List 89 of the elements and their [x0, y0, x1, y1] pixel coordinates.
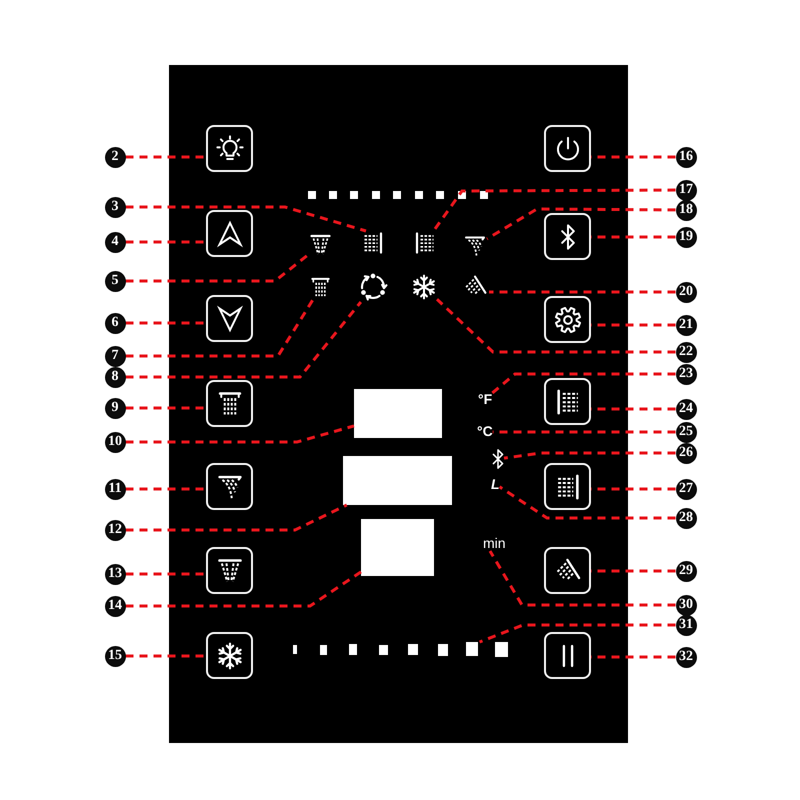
display-window — [343, 456, 452, 505]
callout-number: 5 — [104, 270, 126, 292]
callout-number: 4 — [104, 232, 126, 252]
touch-key — [544, 213, 591, 260]
cycle-arrows-icon — [358, 272, 388, 302]
leader-line — [498, 486, 676, 520]
leader-line — [126, 570, 362, 608]
touch-key — [206, 380, 253, 427]
callout-number: 28 — [676, 508, 696, 528]
callout-number: 20 — [676, 282, 696, 302]
callout-number: 31 — [676, 614, 696, 636]
leader-line — [432, 188, 676, 232]
snowflake-icon — [411, 274, 437, 300]
callout-number: 11 — [104, 478, 126, 500]
touch-key — [544, 125, 591, 172]
callout-number: 12 — [104, 520, 126, 540]
callout-number: 17 — [676, 180, 696, 200]
callout-number: 32 — [676, 646, 696, 668]
leader-line — [591, 488, 676, 490]
leader-line — [489, 290, 676, 294]
leader-line — [126, 254, 309, 282]
leader-line — [126, 406, 206, 410]
callout-number: 14 — [104, 596, 126, 616]
leader-line — [126, 322, 206, 324]
callout-number: 19 — [676, 226, 696, 248]
callout-number: 30 — [676, 594, 696, 616]
callout-number: 10 — [104, 432, 126, 452]
callout-number: 27 — [676, 478, 696, 500]
leader-line — [126, 156, 206, 158]
callout-number: 25 — [676, 422, 696, 442]
touch-key — [206, 632, 253, 679]
leader-line — [591, 656, 676, 658]
callout-number: 18 — [676, 200, 696, 220]
callout-number: 23 — [676, 364, 696, 384]
callout-number: 3 — [104, 196, 126, 218]
callout-number: 13 — [104, 564, 126, 584]
curved-spray-icon — [463, 234, 487, 258]
callout-number: 24 — [676, 398, 696, 420]
leader-line — [126, 301, 362, 378]
callout-number: 9 — [104, 398, 126, 418]
callout-number: 15 — [104, 646, 126, 666]
touch-key — [544, 463, 591, 510]
display-window — [354, 389, 442, 438]
touch-key — [544, 547, 591, 594]
indicator-label: °F — [478, 391, 492, 407]
callout-number: 29 — [676, 560, 696, 582]
touch-key — [206, 210, 253, 257]
callout-number: 21 — [676, 314, 696, 336]
touch-key — [206, 295, 253, 342]
touch-key — [206, 547, 253, 594]
callout-number: 26 — [676, 442, 696, 464]
leader-line — [126, 298, 315, 358]
touch-key — [206, 463, 253, 510]
control-panel — [169, 65, 628, 743]
leader-line — [491, 372, 676, 394]
leader-line — [591, 324, 676, 326]
leader-line — [126, 504, 348, 532]
leader-line — [126, 654, 206, 658]
callout-number: 6 — [104, 312, 126, 334]
callout-number: 2 — [104, 146, 126, 168]
leader-line — [591, 570, 676, 572]
leader-line — [126, 206, 366, 232]
touch-key — [544, 632, 591, 679]
leader-line — [126, 488, 206, 490]
leader-line — [504, 452, 676, 460]
display-window — [361, 519, 434, 576]
leader-line — [591, 236, 676, 238]
touch-key — [206, 125, 253, 172]
callout-number: 7 — [104, 346, 126, 366]
callout-number: 16 — [676, 146, 696, 168]
level-indicator — [293, 642, 508, 657]
leader-line — [436, 298, 676, 354]
touch-key — [544, 296, 591, 343]
leader-line — [479, 624, 676, 644]
callout-number: 8 — [104, 366, 126, 388]
leader-line — [591, 156, 676, 158]
shower-head-icon — [308, 233, 333, 257]
leader-line — [591, 408, 676, 410]
callout-number: 22 — [676, 342, 696, 362]
leader-line — [126, 572, 206, 576]
indicator-label: °C — [477, 423, 493, 439]
leader-line — [126, 240, 206, 244]
leader-line — [486, 208, 676, 240]
indicator-label: min — [483, 535, 506, 551]
touch-key — [544, 378, 591, 425]
leader-line — [492, 430, 676, 434]
indicator-label: L — [491, 476, 500, 492]
leader-line — [126, 424, 354, 444]
bluetooth-icon — [492, 449, 504, 469]
